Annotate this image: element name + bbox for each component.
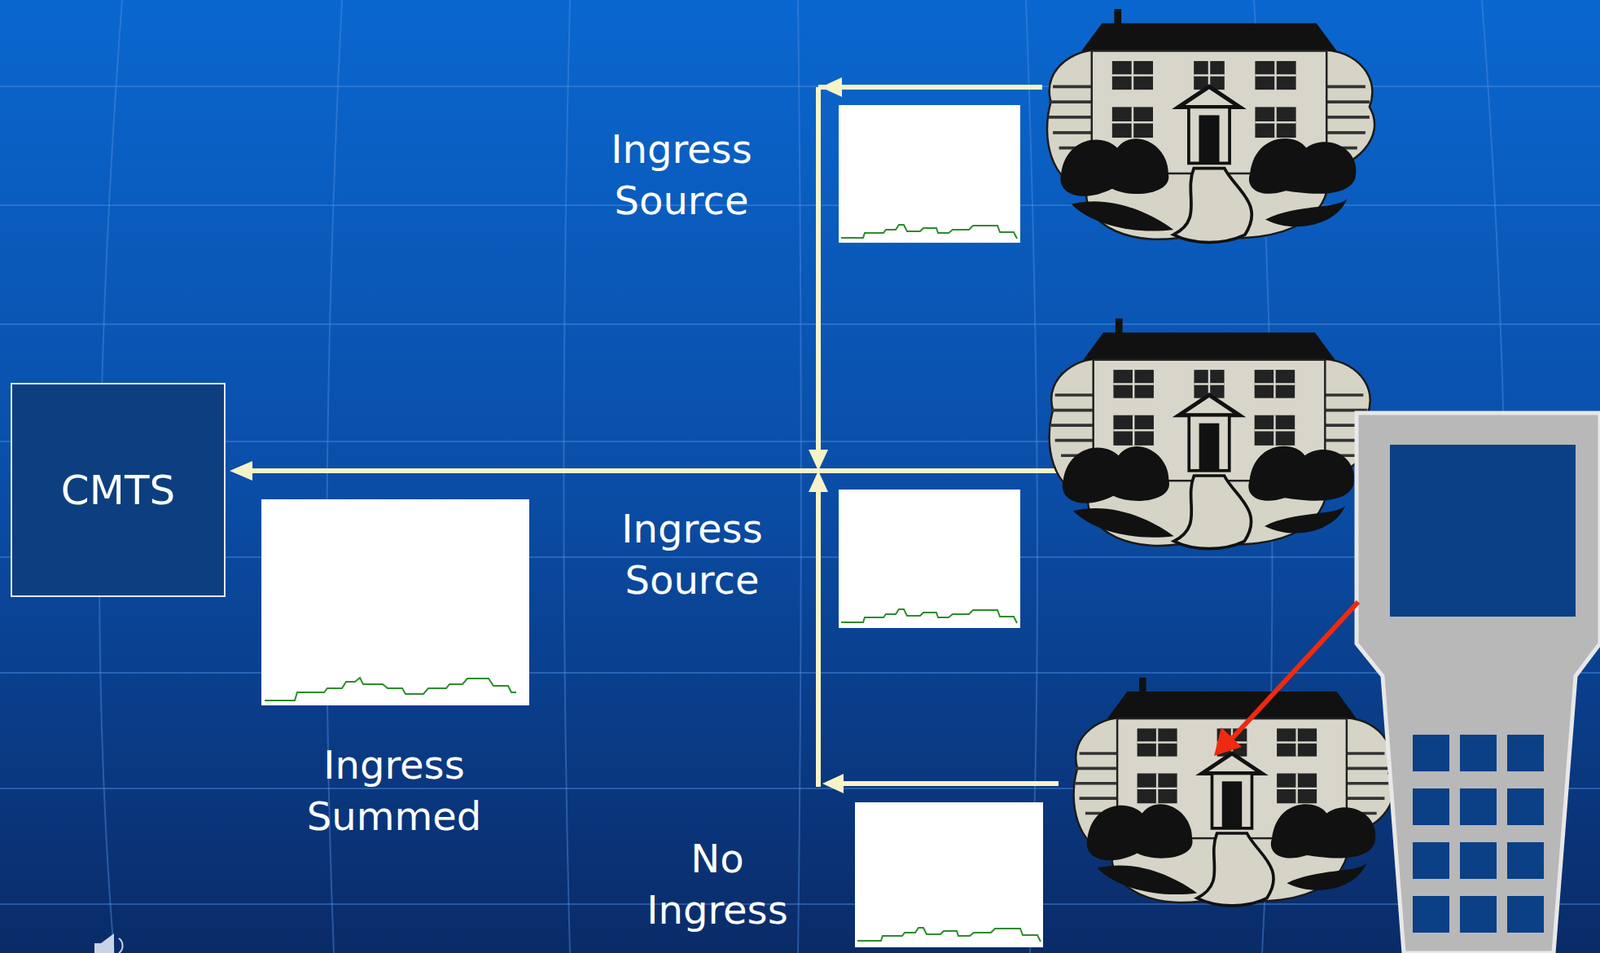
signal-label: Ingress Source [590,503,794,606]
node-label: CMTS [61,466,176,514]
signal-label: Ingress Source [579,123,784,227]
signal-label: Ingress Summed [292,739,496,842]
headend-box: CMTS [10,382,226,597]
signal-label: No Ingress [615,832,820,936]
